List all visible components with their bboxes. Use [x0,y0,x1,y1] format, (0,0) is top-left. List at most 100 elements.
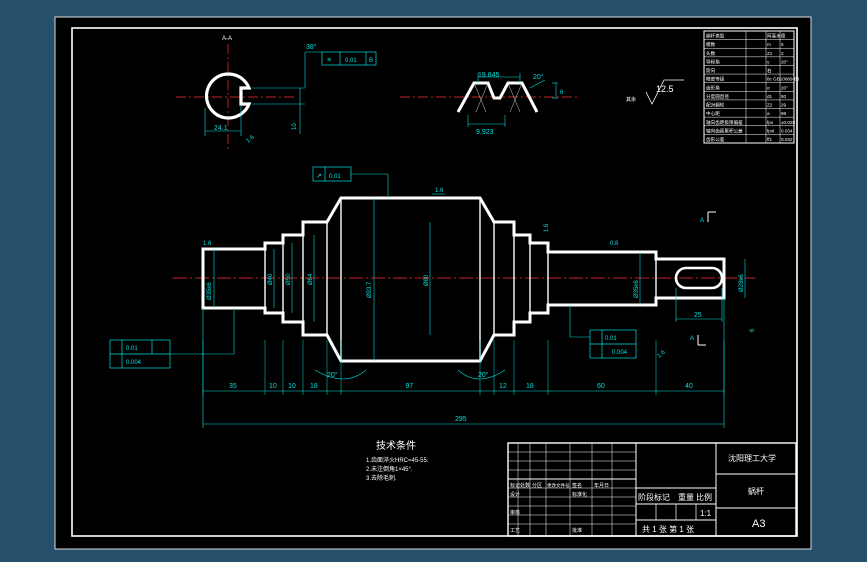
section-view: A-A 24.1 10 38° 0.01 B ≡ 1.6 [176,36,377,150]
thread-depth: 6 [560,90,564,96]
tech-line-2: 2.未注倒角1×45°. [366,465,413,473]
param-cell: 配对蜗轮 [706,102,725,109]
param-cell: a [767,111,770,116]
param-cell: 齿形角 [706,84,720,91]
svg-text:1.6: 1.6 [544,223,550,232]
row-approve: 批准 [572,527,582,534]
dim-d12: 12 [499,383,507,390]
col-doc: 更改文件号 [547,482,570,489]
school-name: 沈阳理工大学 [728,453,776,463]
dim-d10a: 10 [269,383,277,390]
param-cell: 中心距 [706,110,720,117]
dim-d10b: 10 [288,383,296,390]
section-width-dim: 24.1 [214,125,228,132]
std-label: 标准化 [572,491,587,498]
col-sign: 签名 [572,482,582,489]
dim-d60: 60 [597,383,605,390]
shaft-section [204,72,252,120]
dim-d18b: 18 [526,383,534,390]
param-cell: 20° [781,59,788,64]
roughness-symbol: 其余 12.5 [626,79,684,105]
param-cell: 模数 [706,41,716,48]
row-audit: 审核 [510,509,520,516]
top-tolerance-frame: 0.01 B ≡ [321,51,377,66]
section-mark-bottom: A [690,336,694,342]
param-cell: fpx [767,120,774,125]
paper-size: A3 [752,518,765,530]
dia-64: Ø64 [308,273,314,285]
svg-text:A: A [700,218,704,224]
svg-text:1.6: 1.6 [245,134,256,144]
svg-text:1.6: 1.6 [656,349,667,359]
param-cell: 50 [781,94,787,99]
param-cell: 20° [781,85,788,90]
param-cell: 蜗杆类型 [706,33,725,40]
param-cell: 精度等级 [706,76,725,83]
tech-line-3: 3.去除毛刺. [366,474,397,482]
row-process: 工艺 [510,528,520,534]
svg-text:1.6: 1.6 [435,188,444,194]
param-cell: 轴向齿距极限偏差 [706,119,743,126]
weight-label: 重量 [678,492,694,502]
sheet-count: 共 1 张 第 1 张 [642,524,694,534]
top-angle: 38° [306,43,317,51]
param-cell: α [767,85,770,90]
dia-tip: Ø93.7 [367,281,373,298]
worm-shaft: Ø35k6 Ø40 Ø50 Ø64 Ø93.7 Ø80 Ø35k6 Ø28k6 … [109,166,756,380]
param-cell: γ [767,59,770,64]
param-cell: Z1 [767,51,773,56]
top-tolerance-value: 0.01 [345,58,357,64]
technical-requirements: 技术条件 1.齿面淬火HRC=45-55. 2.未注倒角1×45°. 3.去除毛… [366,439,429,482]
scale-label: 比例 [696,492,712,502]
left-tolerance-frame: 0.01 0.004 [109,308,235,369]
param-cell: m [767,42,771,47]
svg-text:6: 6 [750,328,756,332]
param-cell: d1 [767,94,773,99]
tech-title: 技术条件 [376,439,416,452]
part-name: 蜗杆 [748,486,764,496]
rough-left: 1.6 [203,241,212,247]
title-block: 标记 处数 分区 更改文件号 签名 年月日 设计 标准化 审核 工艺 批准 阶段… [507,442,797,537]
angle-right: 20° [478,371,489,379]
param-cell: Z2 [767,103,773,108]
thread-pitch: 19.845 [478,72,500,79]
dim-d35: 35 [229,383,237,390]
dia-50: Ø50 [286,273,292,285]
param-cell: 轴向齿距累积公差 [706,127,743,134]
dia-left-bearing: Ø35k6 [207,282,213,300]
thread-detail: 19.845 20° 9.923 6 [400,72,580,136]
roughness-value: 12.5 [656,84,674,94]
svg-text:↗: ↗ [316,173,322,180]
keyway [674,266,724,290]
param-cell: 旋向 [706,67,716,74]
sheet [54,16,812,550]
tech-line-1: 1.齿面淬火HRC=45-55. [366,456,429,464]
dia-right-bearing: Ø35k6 [634,280,640,298]
section-label: A-A [222,36,232,42]
right-tolerance-frame: 0.01 0.004 [569,305,637,359]
param-cell: ±0.020 [781,120,795,125]
key-width: 25 [694,312,702,319]
param-cell: fpxl [767,128,774,133]
dia-40: Ø40 [268,273,274,285]
svg-text:B: B [369,58,373,64]
angle-left: 20° [327,371,338,379]
scale-value: 1:1 [700,509,712,518]
param-cell: 分度圆直径 [706,93,729,100]
param-cell: 29 [781,103,787,108]
row-mark: 标记 [510,482,520,489]
right-cyl: 0.004 [612,350,628,356]
param-cell: 5 [781,42,784,47]
dim-d40: 40 [685,383,693,390]
inner-border [71,27,798,537]
col-count: 处数 [520,482,530,489]
param-cell: 0.034 [781,128,793,133]
left-cyl: 0.004 [126,360,142,366]
upper-tolerance-value: 0.01 [329,174,341,180]
param-cell: ff1 [767,137,772,142]
param-cell: 阿基米德 [767,33,786,40]
row-design: 设计 [510,491,520,498]
